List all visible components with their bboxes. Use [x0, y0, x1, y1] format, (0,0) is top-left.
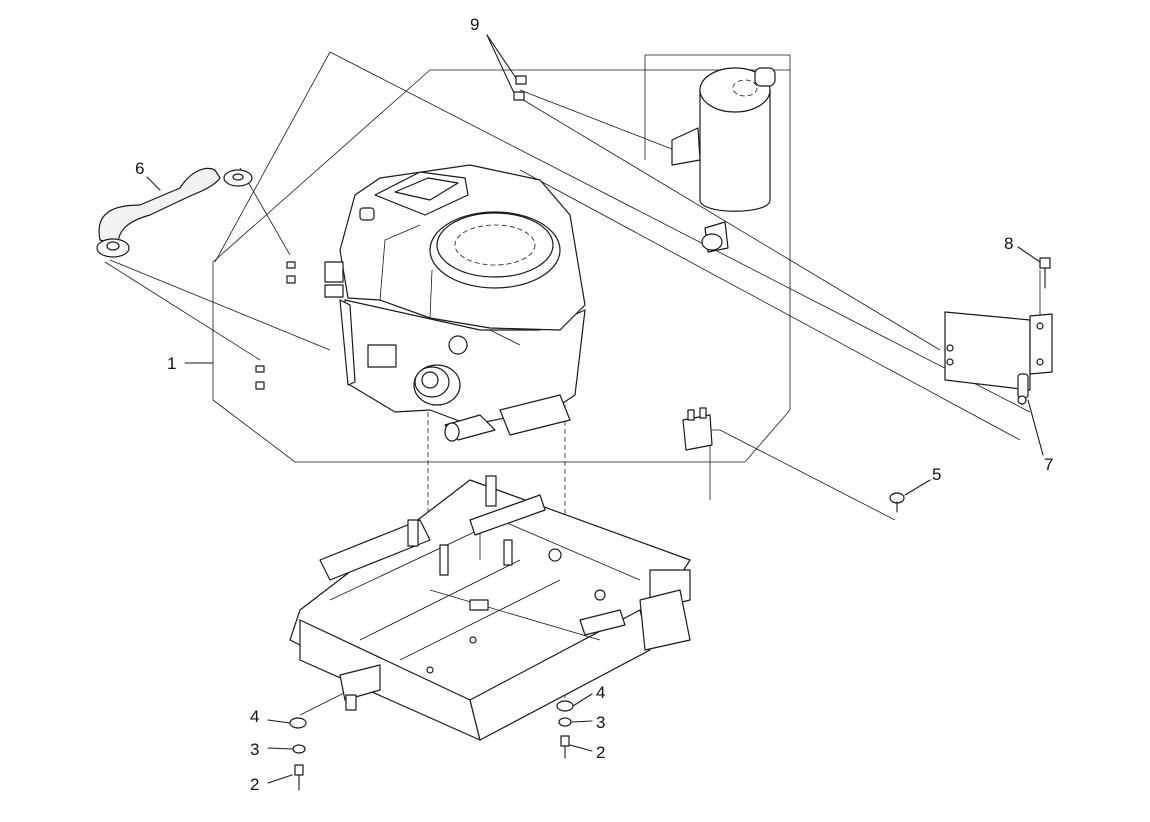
chassis-frame — [289, 475, 691, 741]
callout-4-left: 4 — [250, 707, 259, 726]
exhaust-nuts — [255, 261, 296, 390]
callout-3-right: 3 — [596, 713, 605, 732]
callout-6: 6 — [135, 159, 144, 178]
solenoid — [682, 407, 713, 451]
muffler — [671, 67, 776, 253]
muffler-guard-plate — [944, 311, 1053, 405]
callout-1: 1 — [167, 354, 176, 373]
callout-4-right: 4 — [596, 683, 605, 702]
callout-9: 9 — [470, 15, 479, 34]
callout-2-right: 2 — [596, 743, 605, 762]
callout-7: 7 — [1044, 455, 1053, 474]
screw-5 — [889, 492, 905, 513]
exhaust-pipe — [96, 167, 253, 258]
callout-labels: 1 2 2 3 3 4 4 5 6 7 8 9 — [135, 15, 1053, 794]
callout-2-left: 2 — [250, 775, 259, 794]
callout-3-left: 3 — [250, 740, 259, 759]
bolt-8 — [1039, 257, 1051, 289]
leader-lines — [104, 89, 1041, 716]
callout-8: 8 — [1004, 234, 1013, 253]
engine — [324, 164, 586, 442]
mount-hardware-right — [556, 700, 574, 759]
callout-5: 5 — [932, 465, 941, 484]
mount-hardware-left — [289, 717, 307, 791]
assembly-outline — [212, 51, 1031, 463]
callout-leaders — [146, 34, 1044, 784]
bolts-9 — [513, 75, 527, 101]
